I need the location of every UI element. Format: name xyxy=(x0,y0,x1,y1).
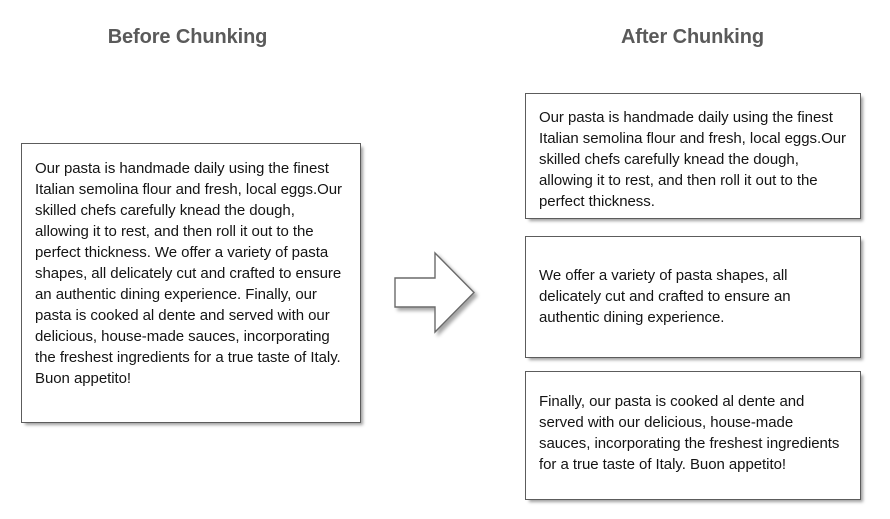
before-chunk-text: Our pasta is handmade daily using the fi… xyxy=(35,160,342,387)
right-block-arrow-icon xyxy=(391,249,479,337)
after-chunk-box-2: We offer a variety of pasta shapes, all … xyxy=(525,236,861,358)
after-chunking-title: After Chunking xyxy=(620,26,765,48)
before-chunking-title: Before Chunking xyxy=(107,26,268,48)
after-chunk-text-3: Finally, our pasta is cooked al dente an… xyxy=(539,393,840,473)
after-chunk-text-1: Our pasta is handmade daily using the fi… xyxy=(539,109,846,210)
before-chunk-box: Our pasta is handmade daily using the fi… xyxy=(21,143,361,423)
after-chunk-text-2: We offer a variety of pasta shapes, all … xyxy=(539,267,791,326)
after-chunk-box-3: Finally, our pasta is cooked al dente an… xyxy=(525,371,861,500)
after-chunk-box-1: Our pasta is handmade daily using the fi… xyxy=(525,93,861,219)
